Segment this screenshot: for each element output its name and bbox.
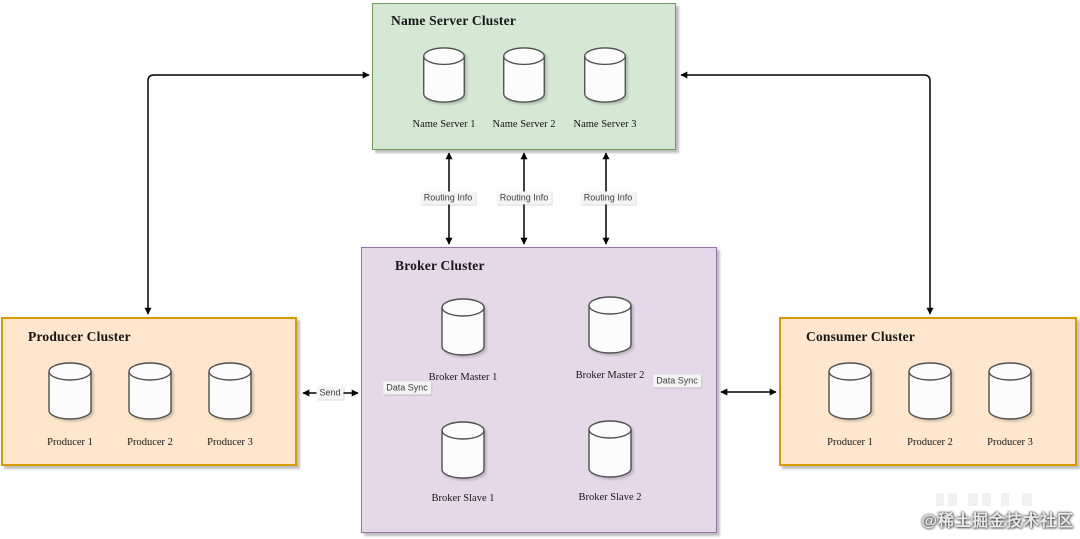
node-broker-master-2: Broker Master 2 xyxy=(576,296,644,381)
node-label: Producer 1 xyxy=(47,437,93,448)
node-name-server-1: Name Server 1 xyxy=(413,47,475,130)
broker-cluster-title: Broker Cluster xyxy=(395,258,485,273)
node-label: Producer 3 xyxy=(207,437,253,448)
node-producer-3: Producer 3 xyxy=(207,362,253,448)
node-label: Broker Master 1 xyxy=(428,372,498,383)
database-cylinder-icon xyxy=(987,362,1033,420)
node-label: Broker Slave 1 xyxy=(431,493,495,504)
database-cylinder-icon xyxy=(827,362,873,420)
consumer-cluster-title: Consumer Cluster xyxy=(806,329,916,344)
node-broker-master-1: Broker Master 1 xyxy=(429,298,497,383)
edge-consumer-nameserver xyxy=(680,71,934,315)
node-label: Name Server 2 xyxy=(492,119,556,130)
edge-label-send: Send xyxy=(316,386,344,400)
watermark: @稀土掘金技术社区 xyxy=(921,493,1074,531)
database-cylinder-icon xyxy=(440,421,486,479)
database-cylinder-icon xyxy=(907,362,953,420)
node-label: Name Server 1 xyxy=(412,119,476,130)
watermark-text: @稀土掘金技术社区 xyxy=(921,513,1074,530)
name-server-cluster-title: Name Server Cluster xyxy=(391,13,517,28)
node-label: Producer 1 xyxy=(827,437,873,448)
database-cylinder-icon xyxy=(582,47,628,103)
edge-producer-nameserver xyxy=(144,71,370,315)
edge-label-data-sync-left: Data Sync xyxy=(383,381,431,395)
node-name-server-2: Name Server 2 xyxy=(493,47,555,130)
database-cylinder-icon xyxy=(207,362,253,420)
database-cylinder-icon xyxy=(440,298,486,356)
database-cylinder-icon xyxy=(587,420,633,478)
node-producer-1: Producer 1 xyxy=(47,362,93,448)
edge-label-routing-info-3: Routing Info xyxy=(580,191,636,205)
database-cylinder-icon xyxy=(587,296,633,354)
edge-label-data-sync-right: Data Sync xyxy=(653,374,701,388)
node-label: Name Server 3 xyxy=(573,119,637,130)
producer-cluster-title: Producer Cluster xyxy=(28,329,131,344)
node-label: Broker Slave 2 xyxy=(578,492,642,503)
database-cylinder-icon xyxy=(47,362,93,420)
node-label: Broker Master 2 xyxy=(575,370,645,381)
node-consumer-2: Producer 2 xyxy=(907,362,953,448)
node-label: Producer 2 xyxy=(127,437,173,448)
node-producer-2: Producer 2 xyxy=(127,362,173,448)
node-consumer-1: Producer 1 xyxy=(827,362,873,448)
edge-label-routing-info-1: Routing Info xyxy=(420,191,476,205)
node-consumer-3: Producer 3 xyxy=(987,362,1033,448)
watermark-marks xyxy=(921,493,1032,506)
database-cylinder-icon xyxy=(127,362,173,420)
node-broker-slave-2: Broker Slave 2 xyxy=(579,420,642,503)
edge-label-routing-info-2: Routing Info xyxy=(496,191,552,205)
node-broker-slave-1: Broker Slave 1 xyxy=(432,421,495,504)
database-cylinder-icon xyxy=(501,47,547,103)
database-cylinder-icon xyxy=(421,47,467,103)
node-name-server-3: Name Server 3 xyxy=(574,47,636,130)
node-label: Producer 3 xyxy=(987,437,1033,448)
node-label: Producer 2 xyxy=(907,437,953,448)
